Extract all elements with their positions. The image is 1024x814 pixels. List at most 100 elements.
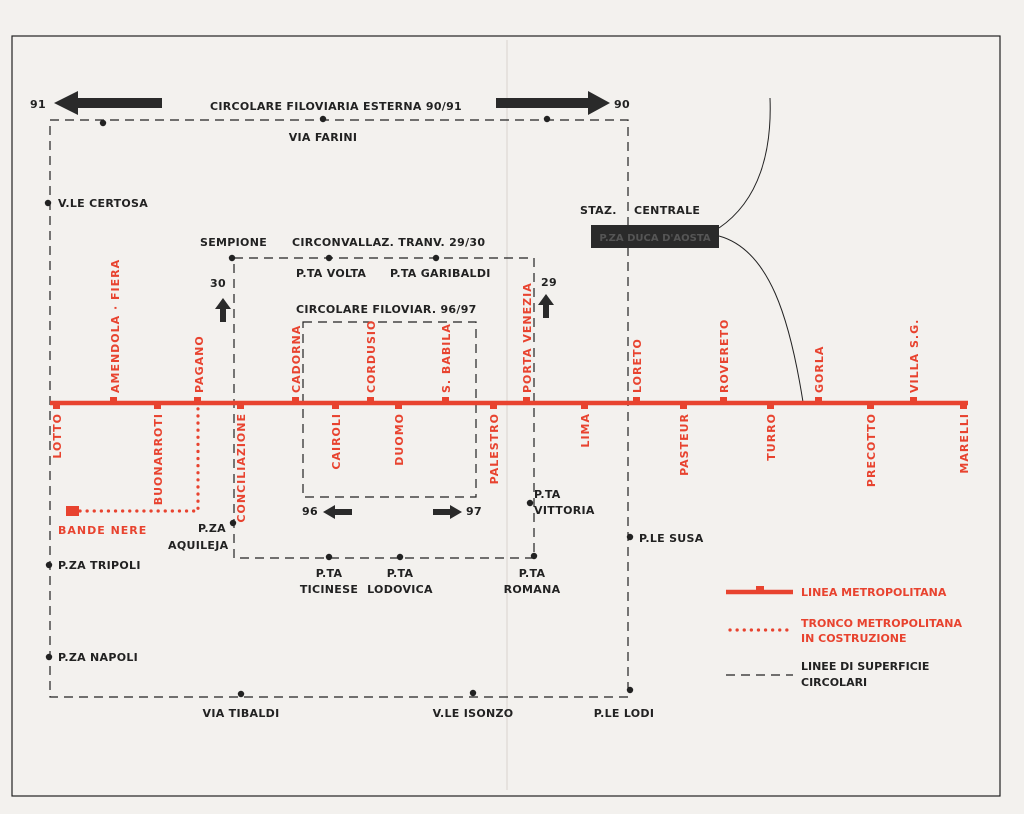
station-lima: LIMA [579, 413, 592, 448]
stop-dot [228, 254, 236, 262]
station-duomo: DUOMO [393, 413, 406, 466]
station-lotto: LOTTO [51, 413, 64, 459]
stop-dot [432, 254, 440, 262]
arrow-29-up-icon [538, 294, 554, 318]
stop-romana-line2: ROMANA [504, 583, 561, 596]
legend-metro-tick [756, 586, 764, 592]
station-porta-venezia: PORTA VENEZIA [521, 282, 534, 393]
tram-route-title: CIRCONVALLAZ. TRANV. 29/30 [292, 236, 485, 249]
station-tick [490, 403, 497, 409]
stop-ticinese-line2: TICINESE [300, 583, 358, 596]
stop-ticinese-line1: P.TA [316, 567, 343, 580]
stop-tibaldi: VIA TIBALDI [203, 707, 280, 720]
station-tick [237, 403, 244, 409]
station-tick [442, 397, 449, 403]
station-tick [960, 403, 967, 409]
station-s-babila: S. BABILA [440, 323, 453, 393]
station-buonarroti: BUONARROTI [152, 413, 165, 505]
route-29-number: 29 [541, 276, 557, 289]
station-cordusio: CORDUSIO [365, 320, 378, 393]
stazione-centrale-box [591, 225, 719, 248]
tram-ring-29-30 [233, 257, 535, 559]
station-tick [367, 397, 374, 403]
station-pagano: PAGANO [193, 335, 206, 393]
stop-sempione: SEMPIONE [200, 236, 267, 249]
stop-aquileja-line2: AQUILEJA [168, 539, 229, 552]
stop-via-farini: VIA FARINI [289, 131, 358, 144]
outer-ring-90-91 [49, 119, 629, 698]
stop-dot [543, 115, 551, 123]
bande-nere-terminal [66, 506, 79, 516]
legend-construction-line1: TRONCO METROPOLITANA [801, 617, 962, 630]
station-tick [154, 403, 161, 409]
station-villa-sg: VILLA S.G. [908, 319, 921, 393]
outer-route-title: CIRCOLARE FILOVIARIA ESTERNA 90/91 [210, 100, 462, 113]
station-marelli: MARELLI [958, 413, 971, 474]
map-frame [11, 35, 1001, 797]
station-amendola-fiera: AMENDOLA · FIERA [109, 259, 122, 393]
arrow-91-left-icon [54, 91, 162, 115]
route-90-number: 90 [614, 98, 630, 111]
station-tick [395, 403, 402, 409]
inner-ring-96-97 [302, 321, 477, 498]
stop-isonzo: V.LE ISONZO [433, 707, 514, 720]
station-tick [867, 403, 874, 409]
stop-susa: P.LE SUSA [639, 532, 704, 545]
stop-dot [325, 553, 333, 561]
stop-aquileja-line1: P.ZA [198, 522, 226, 535]
station-gorla: GORLA [813, 346, 826, 393]
station-tick [523, 397, 530, 403]
station-tick [194, 397, 201, 403]
station-tick [581, 403, 588, 409]
route-30-number: 30 [210, 277, 226, 290]
stop-dot [237, 690, 245, 698]
station-tick [720, 397, 727, 403]
stop-romana-line1: P.TA [519, 567, 546, 580]
stop-dot [469, 689, 477, 697]
stop-napoli: P.ZA NAPOLI [58, 651, 138, 664]
legend-surface-line2: CIRCOLARI [801, 676, 867, 689]
construction-branch [78, 403, 200, 513]
stop-dot [530, 552, 538, 560]
stop-dot [45, 653, 53, 661]
station-bande-nere: BANDE NERE [58, 524, 147, 537]
station-conciliazione: CONCILIAZIONE [235, 413, 248, 523]
station-tick [292, 397, 299, 403]
station-tick [680, 403, 687, 409]
station-cairoli: CAIROLI [330, 413, 343, 470]
legend-surface-line1: LINEE DI SUPERFICIE [801, 660, 929, 673]
stop-dot [99, 119, 107, 127]
station-cadorna: CADORNA [290, 325, 303, 393]
stop-vittoria-line1: P.TA [534, 488, 561, 501]
stop-dot [396, 553, 404, 561]
stop-volta: P.TA VOLTA [296, 267, 366, 280]
station-tick [110, 397, 117, 403]
station-tick [332, 403, 339, 409]
legend-construction-line2: IN COSTRUZIONE [801, 632, 907, 645]
arrow-90-right-icon [496, 91, 610, 115]
station-tick [633, 397, 640, 403]
rail-line-gorla [718, 235, 804, 403]
arrow-96-left-icon [323, 505, 352, 519]
stazione-box-text: P.ZA DUCA D'AOSTA [599, 233, 711, 244]
station-turro: TURRO [765, 413, 778, 461]
stop-dot [44, 199, 52, 207]
inner-route-title: CIRCOLARE FILOVIAR. 96/97 [296, 303, 477, 316]
station-rovereto: ROVERETO [718, 319, 731, 393]
arrow-97-right-icon [433, 505, 462, 519]
staz-label: STAZ. [580, 204, 617, 217]
stop-tripoli: P.ZA TRIPOLI [58, 559, 141, 572]
station-tick [910, 397, 917, 403]
station-pasteur: PASTEUR [678, 413, 691, 476]
stop-dot [626, 533, 634, 541]
stop-garibaldi: P.TA GARIBALDI [390, 267, 491, 280]
route-91-number: 91 [30, 98, 46, 111]
stop-dot [526, 499, 534, 507]
stop-dot [45, 561, 53, 569]
station-loreto: LORETO [631, 338, 644, 393]
stop-certosa: V.LE CERTOSA [58, 197, 148, 210]
arrow-30-up-icon [215, 298, 231, 322]
station-palestro: PALESTRO [488, 413, 501, 484]
station-precotto: PRECOTTO [865, 413, 878, 487]
